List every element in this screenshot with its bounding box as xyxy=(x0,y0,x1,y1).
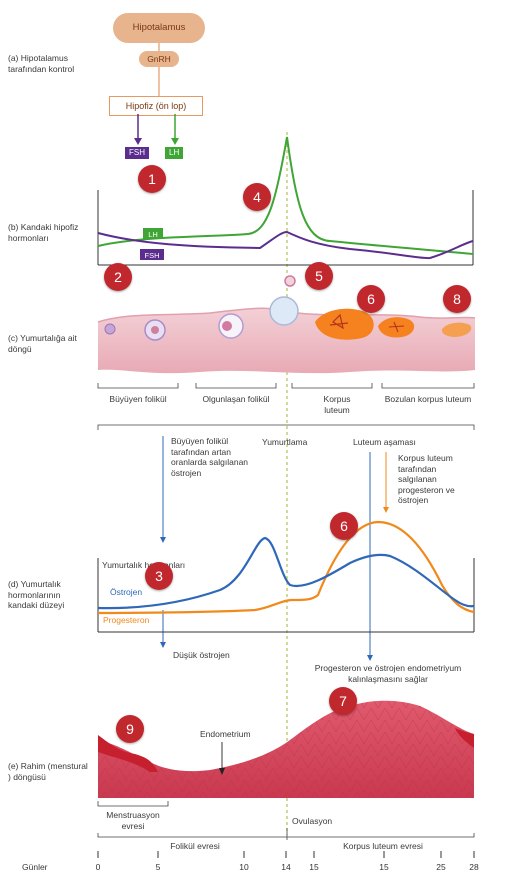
ovulation-phase-label: Ovulasyon xyxy=(292,816,333,826)
row-label-b: (b) Kandaki hipofiz hormonları xyxy=(8,222,79,243)
hypothalamus-label: Hipotalamus xyxy=(132,22,186,33)
corpus-luteum-label: Korpus luteum xyxy=(323,394,351,415)
degrading-corpus-label: Bozulan korpus luteum xyxy=(384,394,472,404)
pituitary-box: Hipofiz (ön lop) xyxy=(109,96,203,116)
lh-curve xyxy=(97,136,474,255)
ovarian-hormone-graph xyxy=(97,520,475,633)
gnrh-box: GnRH xyxy=(139,51,179,67)
follicle-stages xyxy=(104,275,472,341)
ovulation-label: Yumurtlama xyxy=(262,437,308,447)
gnrh-label: GnRH xyxy=(147,54,171,64)
pituitary-label: Hipofiz (ön lop) xyxy=(125,101,187,111)
progesterone-label: Progesteron xyxy=(103,615,150,625)
estrogen-curve xyxy=(97,536,475,610)
fsh-curve xyxy=(97,230,474,260)
fsh-tag-label: FSH xyxy=(129,148,145,157)
badge-3: 3 xyxy=(145,562,173,590)
phase-brackets xyxy=(97,801,475,840)
hypothalamus-connectors xyxy=(134,43,179,145)
row-label-a: (a) Hipotalamus tarafından kontrol xyxy=(8,53,75,74)
growing-follicle-label: Büyüyen folikül xyxy=(109,394,167,404)
estrogen-label: Östrojen xyxy=(110,587,143,597)
low-estrogen-label: Düşük östrojen xyxy=(173,650,230,660)
progesterone-curve xyxy=(97,520,475,615)
lh-graph-tag xyxy=(143,228,163,239)
row-label-e: (e) Rahim (menstural ) döngüsü xyxy=(8,761,88,782)
row-label-d: (d) Yumurtalık hormonlarının kandaki düz… xyxy=(8,579,65,610)
endometrium-thickening-note: Progesteron ve östrojen endometriyum kal… xyxy=(314,663,462,684)
badge-1: 1 xyxy=(138,165,166,193)
luteal-phase-bottom-label: Korpus luteum evresi xyxy=(343,841,423,851)
badge-6-hormone: 6 xyxy=(330,512,358,540)
fsh-tag: FSH xyxy=(125,147,149,159)
badge-4: 4 xyxy=(243,183,271,211)
badge-8: 8 xyxy=(443,285,471,313)
mature-follicle xyxy=(269,296,299,326)
stage-brackets xyxy=(97,383,475,430)
lh-tag-label: LH xyxy=(169,148,180,157)
badge-9: 9 xyxy=(116,715,144,743)
day-tick-5: 5 xyxy=(156,862,161,872)
released-ovum xyxy=(284,275,296,287)
follicular-phase-label: Folikül evresi xyxy=(170,841,220,851)
maturing-follicle-label: Olgunlaşan folikül xyxy=(202,394,270,404)
badge-2: 2 xyxy=(104,263,132,291)
row-label-c: (c) Yumurtalığa ait döngü xyxy=(8,333,77,354)
fsh-graph-label: FSH xyxy=(145,251,160,260)
ovarian-hormones-title: Yumurtalık hormonları xyxy=(102,560,186,570)
menstruation-phase-label: Menstruasyon evresi xyxy=(106,810,160,831)
day-tick-25: 25 xyxy=(436,862,446,872)
growing-follicle-note: Büyüyen folikül tarafından artan oranlar… xyxy=(171,436,249,478)
day-tick-15a: 15 xyxy=(309,862,319,872)
corpus-luteum-note: Korpus luteum tarafından salgılanan prog… xyxy=(398,453,455,505)
endometrium-label: Endometrium xyxy=(200,729,251,739)
days-label: Günler xyxy=(22,862,48,872)
day-tick-28: 28 xyxy=(469,862,479,872)
luteal-phase-label: Luteum aşaması xyxy=(353,437,416,447)
pituitary-graph xyxy=(97,136,474,266)
day-tick-15b: 15 xyxy=(379,862,389,872)
days-axis xyxy=(97,851,475,858)
hypothalamus-box: Hipotalamus xyxy=(113,13,205,43)
badge-6-ovary: 6 xyxy=(357,285,385,313)
day-tick-14: 14 xyxy=(281,862,291,872)
day-tick-0: 0 xyxy=(96,862,101,872)
corpus-luteum xyxy=(315,308,374,340)
lh-graph-label: LH xyxy=(148,230,158,239)
primary-follicle xyxy=(104,323,116,335)
lh-tag: LH xyxy=(165,147,184,159)
day-tick-10: 10 xyxy=(239,862,249,872)
badge-5: 5 xyxy=(305,262,333,290)
degrading-corpus xyxy=(441,322,472,337)
endometrium-shape xyxy=(98,700,474,798)
badge-7: 7 xyxy=(329,687,357,715)
fsh-graph-tag xyxy=(140,249,164,260)
